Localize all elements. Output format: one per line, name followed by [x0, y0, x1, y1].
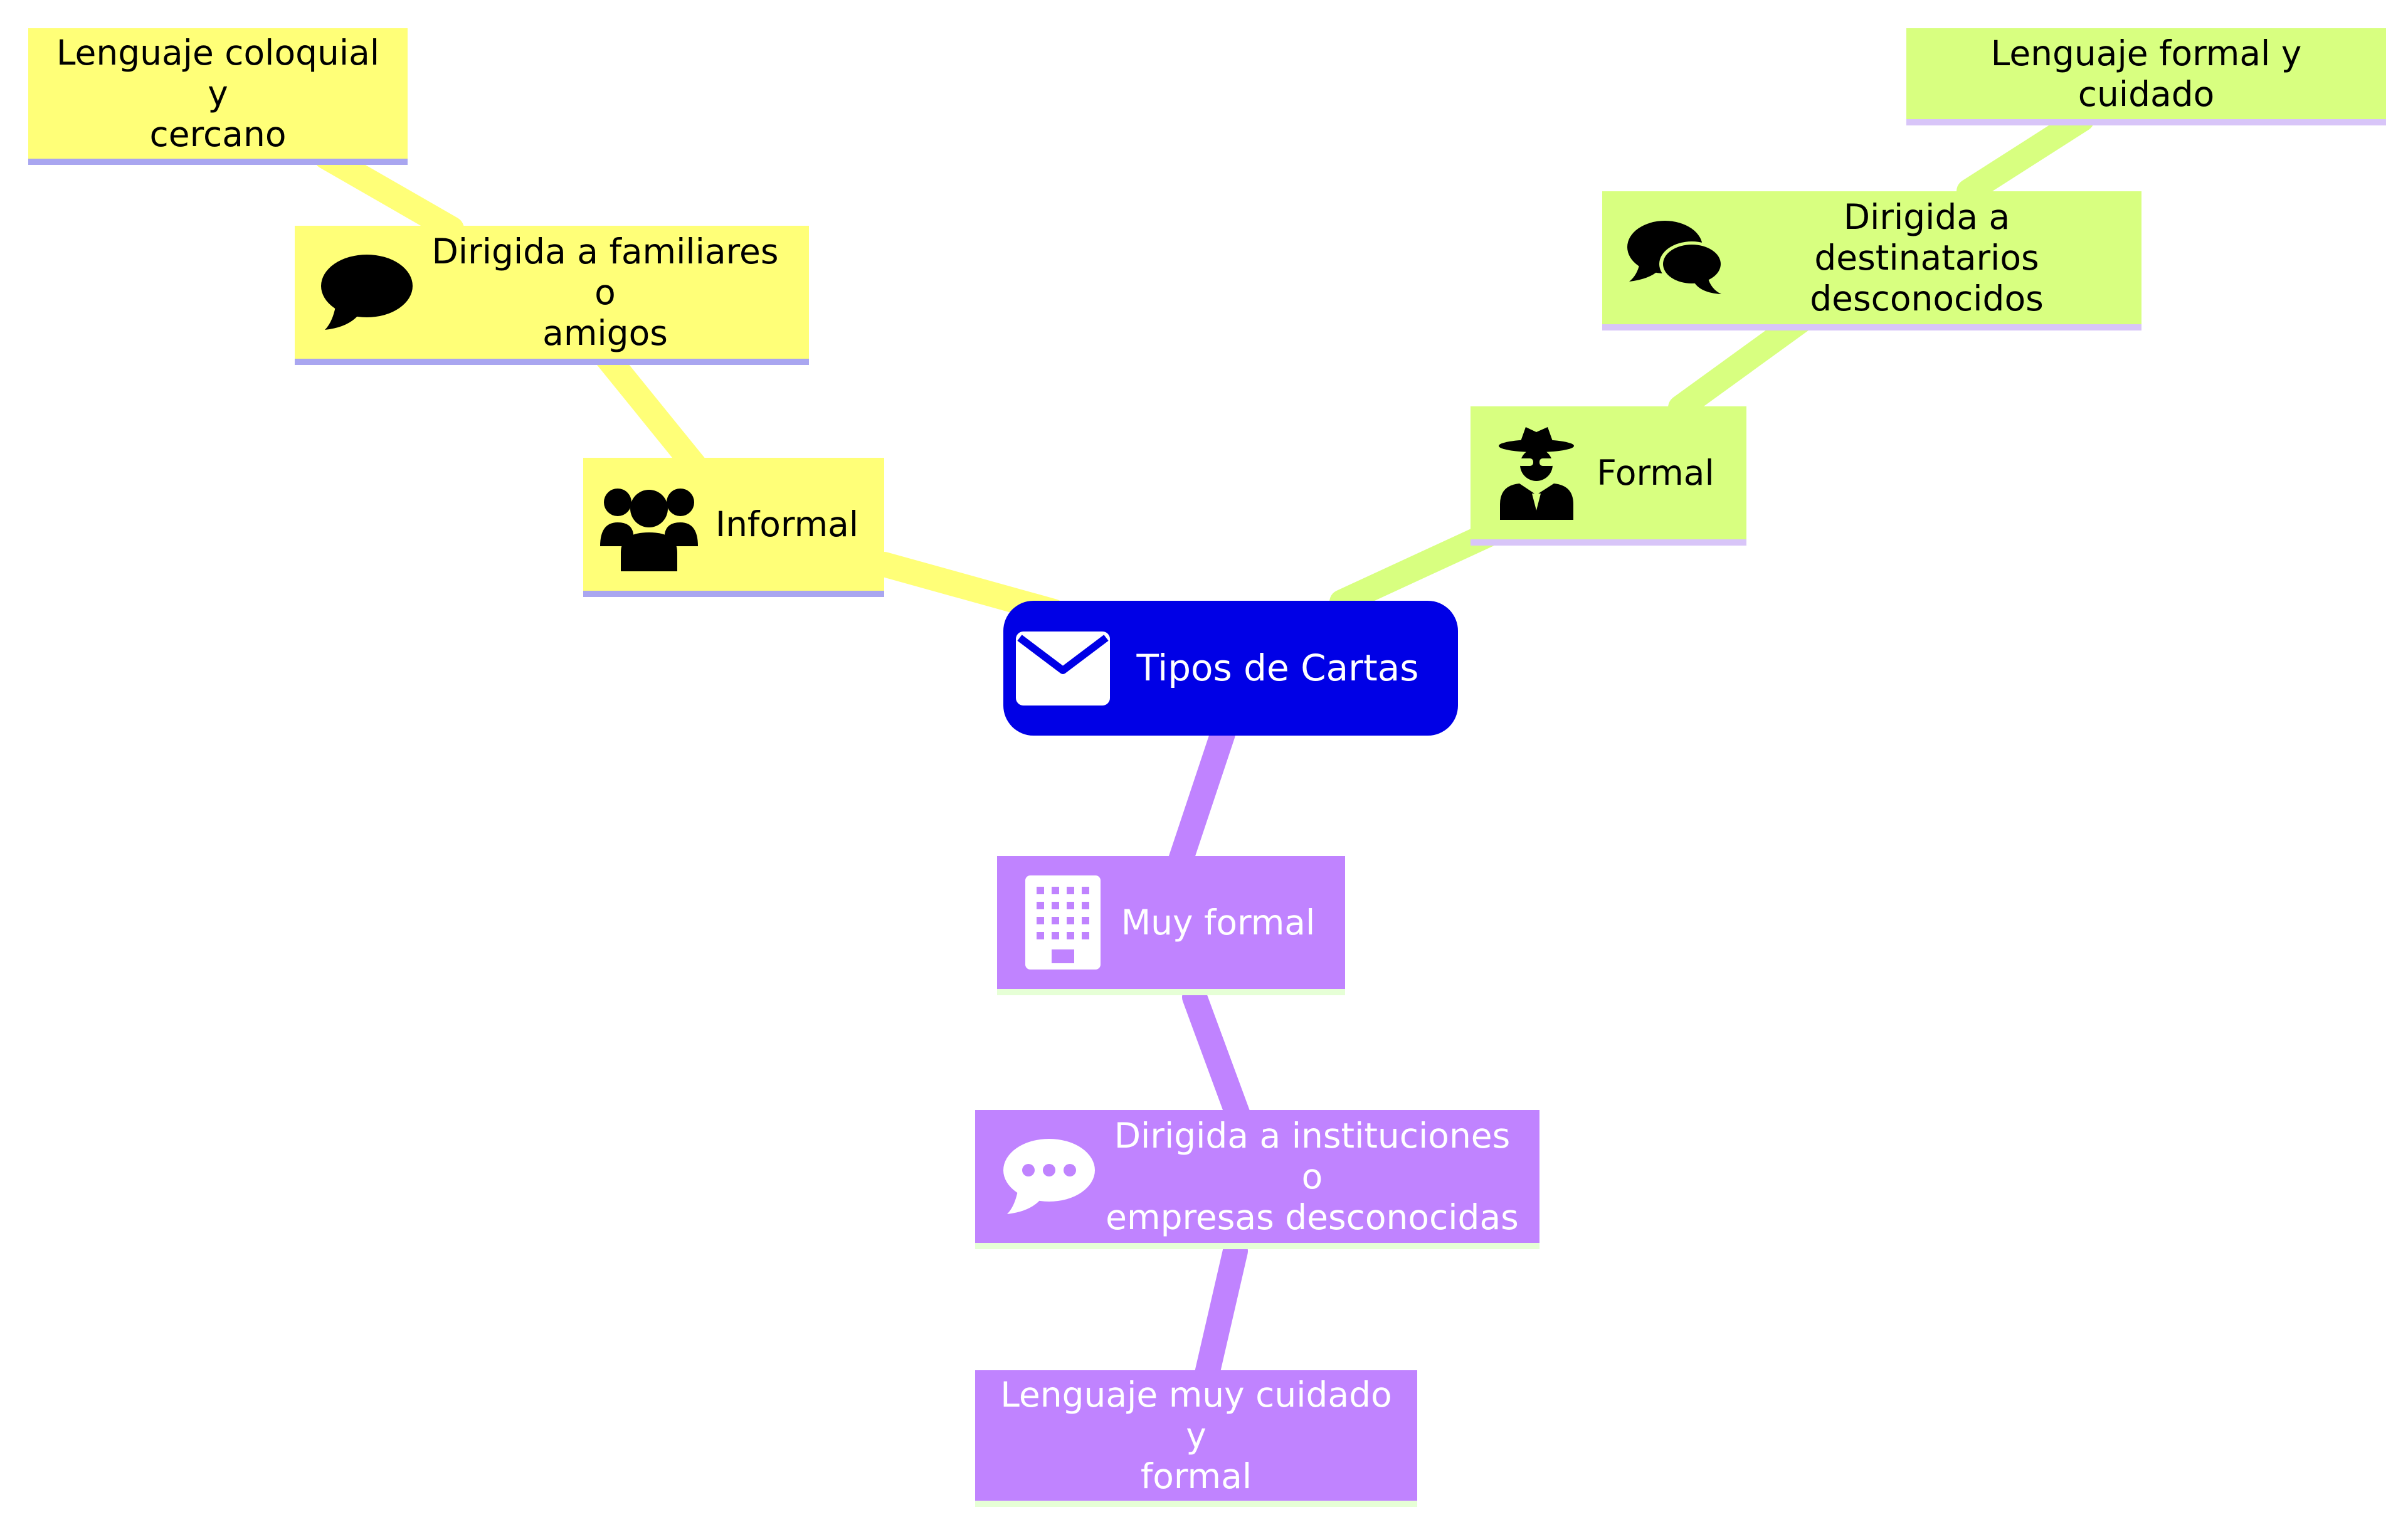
users-icon [596, 474, 702, 574]
node-lenguaje-formal[interactable]: Lenguaje formal y cuidado [1906, 28, 2386, 125]
branch-formal[interactable]: Formal [1471, 406, 1746, 546]
envelope-icon [1003, 628, 1122, 709]
node-dirigida-destinatarios[interactable]: Dirigida a destinatarios desconocidos [1602, 191, 2141, 330]
node-dirigida-familiares[interactable]: Dirigida a familiares o amigos [295, 226, 809, 365]
branch-formal-label: Formal [1597, 452, 1714, 493]
root-node[interactable]: Tipos de Cartas [1003, 601, 1458, 736]
branch-muy-formal[interactable]: Muy formal [997, 856, 1345, 995]
branch-informal[interactable]: Informal [583, 458, 884, 597]
branch-muy-formal-label: Muy formal [1121, 902, 1316, 943]
link-root-muyformal [1166, 721, 1235, 878]
commenting-icon [994, 1133, 1104, 1220]
node-dirigida-destinatarios-label: Dirigida a destinatarios desconocidos [1810, 196, 2044, 319]
link-instituciones-muycuidado [1195, 1239, 1248, 1386]
comments-icon [1621, 214, 1731, 302]
building-icon [1016, 872, 1110, 973]
node-lenguaje-formal-label: Lenguaje formal y cuidado [1990, 33, 2302, 114]
node-dirigida-instituciones[interactable]: Dirigida a instituciones o empresas desc… [975, 1110, 1539, 1249]
node-dirigida-instituciones-label: Dirigida a instituciones o empresas desc… [1106, 1115, 1519, 1237]
root-label: Tipos de Cartas [1136, 647, 1419, 689]
link-informal-familiares [589, 339, 709, 480]
link-destinatarios-cuidado [1956, 107, 2094, 204]
user-secret-icon [1489, 423, 1583, 523]
node-lenguaje-muy-cuidado[interactable]: Lenguaje muy cuidado y formal [975, 1370, 1417, 1507]
node-lenguaje-muy-cuidado-label: Lenguaje muy cuidado y formal [1000, 1374, 1392, 1496]
branch-informal-label: Informal [715, 504, 859, 544]
link-formal-destinatarios [1668, 304, 1819, 420]
node-lenguaje-coloquial-label: Lenguaje coloquial y cercano [56, 32, 380, 154]
node-lenguaje-coloquial[interactable]: Lenguaje coloquial y cercano [28, 28, 408, 165]
speech-bubble-icon [314, 248, 420, 336]
node-dirigida-familiares-label: Dirigida a familiares o amigos [431, 231, 779, 353]
link-familiares-coloquial [314, 144, 464, 241]
link-muyformal-instituciones [1182, 985, 1251, 1129]
